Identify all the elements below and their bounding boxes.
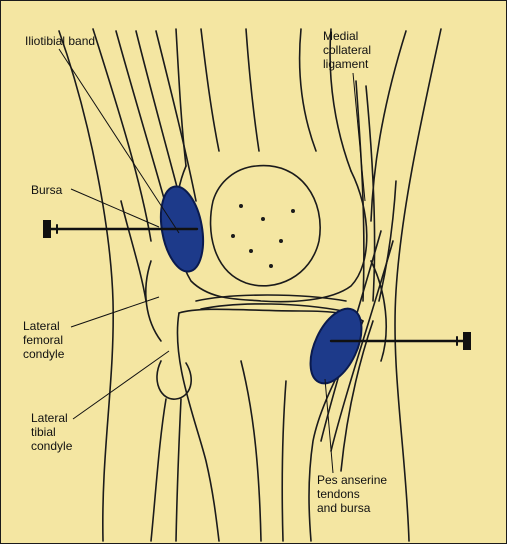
leg-outline-left (58, 30, 114, 542)
fibula-shaft (150, 398, 167, 542)
label-medial-collateral-ligament: Medial collateral ligament (323, 29, 372, 71)
leader-bursa (70, 188, 160, 228)
needle-left (43, 220, 199, 238)
joint-line (195, 294, 347, 302)
leader-mcl (352, 72, 366, 202)
leg-outline-right (394, 28, 442, 542)
label-lateral-femoral-condyle: Lateral femoral condyle (23, 319, 65, 361)
label-lateral-tibial-condyle: Lateral tibial condyle (31, 411, 73, 453)
leg-outline-right-inner (370, 30, 407, 222)
label-pes-anserine: Pes anserine tendons and bursa (317, 473, 388, 515)
label-bursa: Bursa (31, 183, 63, 197)
medial-collateral-ligament (355, 80, 365, 302)
pes-anserine-bursa (309, 307, 363, 385)
leader-femoral (70, 296, 160, 328)
label-iliotibial-band: Iliotibial band (25, 34, 96, 48)
femoral-condyles (175, 165, 368, 303)
femur-right-edge (329, 28, 352, 172)
tibia-left-edge (176, 312, 220, 542)
leader-iliotibial (58, 48, 180, 234)
leader-tibial (72, 350, 170, 420)
needle-right (329, 332, 471, 350)
patella (209, 164, 321, 287)
leg-outline-left-inner (92, 28, 152, 242)
fibula-head (156, 360, 192, 400)
leader-pes (324, 378, 334, 474)
